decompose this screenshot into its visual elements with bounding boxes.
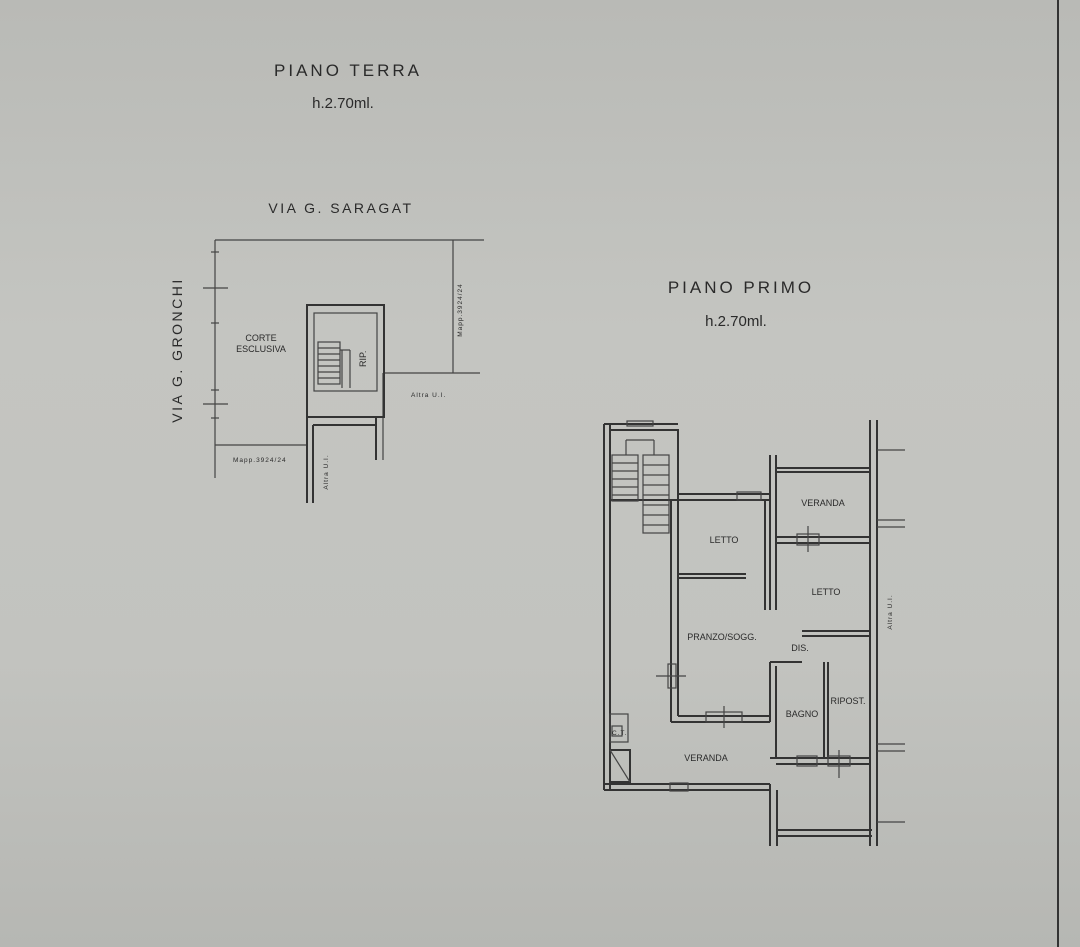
street-label-top: VIA G. SARAGAT <box>268 200 413 216</box>
first-floor-plan <box>603 420 905 846</box>
bedroom-1-label: LETTO <box>710 535 739 545</box>
hallway-label: DIS. <box>791 643 809 653</box>
veranda-bottom-label: VERANDA <box>684 753 728 763</box>
ground-floor-title: PIANO TERRA <box>274 61 422 80</box>
other-unit-right-label: Altra U.I. <box>411 392 446 399</box>
ground-floor-height: h.2.70ml. <box>312 95 374 112</box>
court-label-line2: ESCLUSIVA <box>236 344 286 354</box>
mapp-bottom-label: Mapp.3924/24 <box>233 457 287 464</box>
court-label-line1: CORTE <box>245 333 276 343</box>
first-floor-title: PIANO PRIMO <box>668 278 814 297</box>
living-dining-label: PRANZO/SOGG. <box>687 632 757 642</box>
veranda-top-label: VERANDA <box>801 498 845 508</box>
mapp-right-label: Mapp.3924/24 <box>457 283 464 337</box>
rip-label: RIP. <box>358 351 368 367</box>
other-unit-first-label: Altra U.I. <box>887 594 894 629</box>
street-label-left: VIA G. GRONCHI <box>169 277 185 422</box>
bathroom-label: BAGNO <box>786 709 819 719</box>
bedroom-2-label: LETTO <box>812 587 841 597</box>
other-unit-bottom-label: Altra U.I. <box>323 454 330 489</box>
storage-label: RIPOST. <box>830 696 865 706</box>
technical-room-label: C.T. <box>612 730 628 737</box>
first-floor-height: h.2.70ml. <box>705 313 767 330</box>
ground-floor-plan <box>203 239 484 503</box>
